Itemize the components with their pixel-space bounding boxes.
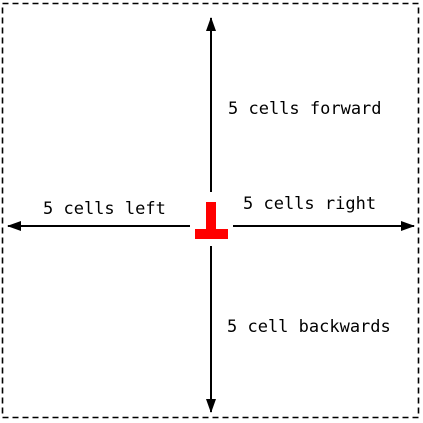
- label-left: 5 cells left: [43, 199, 166, 219]
- t-shaped-marker-icon: [195, 202, 228, 239]
- label-backward: 5 cell backwards: [227, 317, 391, 337]
- label-right: 5 cells right: [243, 194, 376, 214]
- label-forward: 5 cells forward: [228, 99, 382, 119]
- dashed-border: [1, 2, 420, 419]
